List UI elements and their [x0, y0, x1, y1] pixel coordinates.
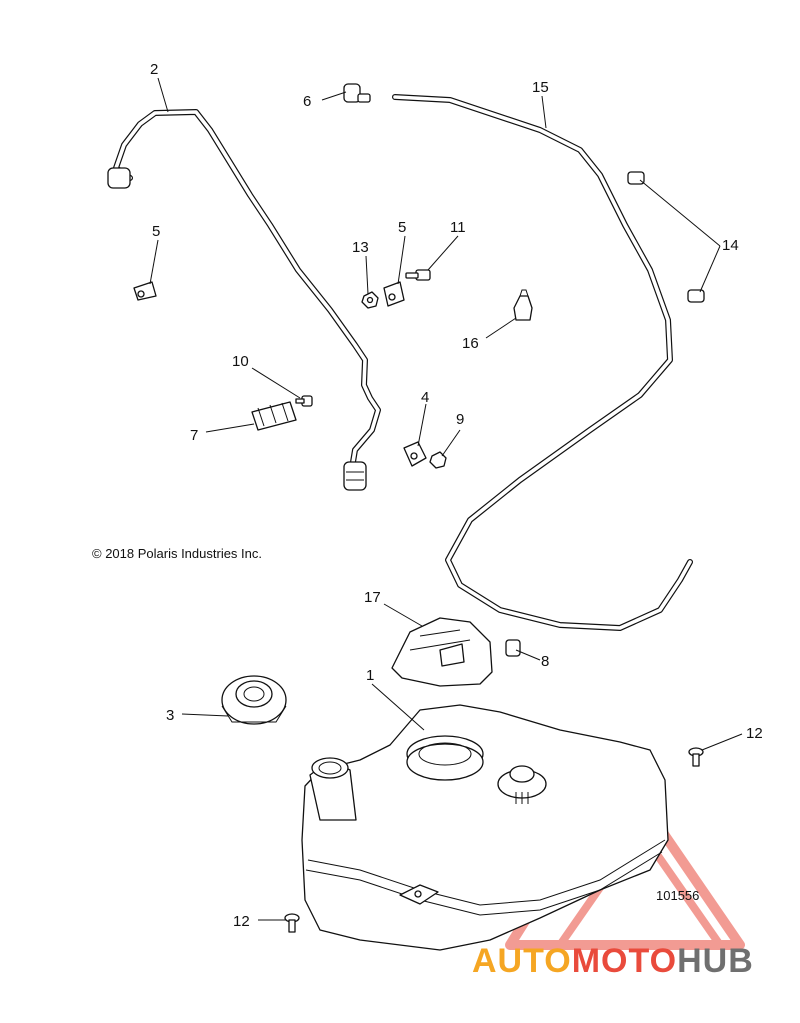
callout-1: 1	[366, 667, 374, 684]
part-17-cover	[391, 617, 493, 687]
part-5-clip-center	[383, 281, 405, 307]
callout-labels: 2 5 6 15 14 13 5 11 16 10 7 4 9 17 8 3 1…	[150, 61, 763, 930]
part-8-fitting	[505, 639, 521, 657]
callout-4: 4	[421, 389, 429, 406]
callout-13: 13	[352, 239, 369, 256]
callout-6: 6	[303, 93, 311, 110]
callout-9: 9	[456, 411, 464, 428]
part-4-clip	[403, 441, 427, 467]
part-13-nut	[361, 291, 379, 309]
callout-11: 11	[450, 219, 466, 236]
callout-16: 16	[462, 335, 479, 352]
part-15-vent-line	[392, 94, 693, 631]
callout-8: 8	[541, 653, 549, 670]
copyright-notice: © 2018 Polaris Industries Inc.	[92, 546, 262, 561]
callout-12-right: 12	[746, 725, 763, 742]
part-1-fuel-tank	[301, 704, 669, 951]
callout-15: 15	[532, 79, 549, 96]
callout-3: 3	[166, 707, 174, 724]
callout-12-left: 12	[233, 913, 250, 930]
part-10-screw	[295, 395, 313, 407]
callout-17: 17	[364, 589, 381, 606]
callout-10: 10	[232, 353, 249, 370]
watermark-text-auto: AUTO	[472, 942, 572, 980]
watermark-text-hub: HUB	[677, 942, 754, 980]
figure-number: 101556	[656, 888, 699, 903]
part-6-fitting	[343, 83, 371, 103]
part-11-bolt	[405, 269, 431, 281]
part-14-clip-lower	[687, 289, 705, 303]
callout-2: 2	[150, 61, 158, 78]
callout-5-left: 5	[152, 223, 160, 240]
part-3-fuel-cap	[221, 675, 287, 725]
watermark-text: AUTOMOTOHUB	[472, 942, 754, 980]
callout-14: 14	[722, 237, 739, 254]
part-12-screw-right	[688, 747, 704, 767]
part-16-clamp	[513, 289, 533, 321]
callout-7: 7	[190, 427, 198, 444]
part-12-screw-left	[284, 913, 300, 933]
leader-lines	[149, 77, 743, 921]
callout-5-center: 5	[398, 219, 406, 236]
part-7-bracket	[251, 401, 297, 431]
watermark-text-moto: MOTO	[572, 942, 677, 980]
part-14-clip-upper	[627, 171, 645, 185]
part-2-fuel-line	[107, 109, 381, 491]
part-5-clip-left	[133, 281, 157, 301]
